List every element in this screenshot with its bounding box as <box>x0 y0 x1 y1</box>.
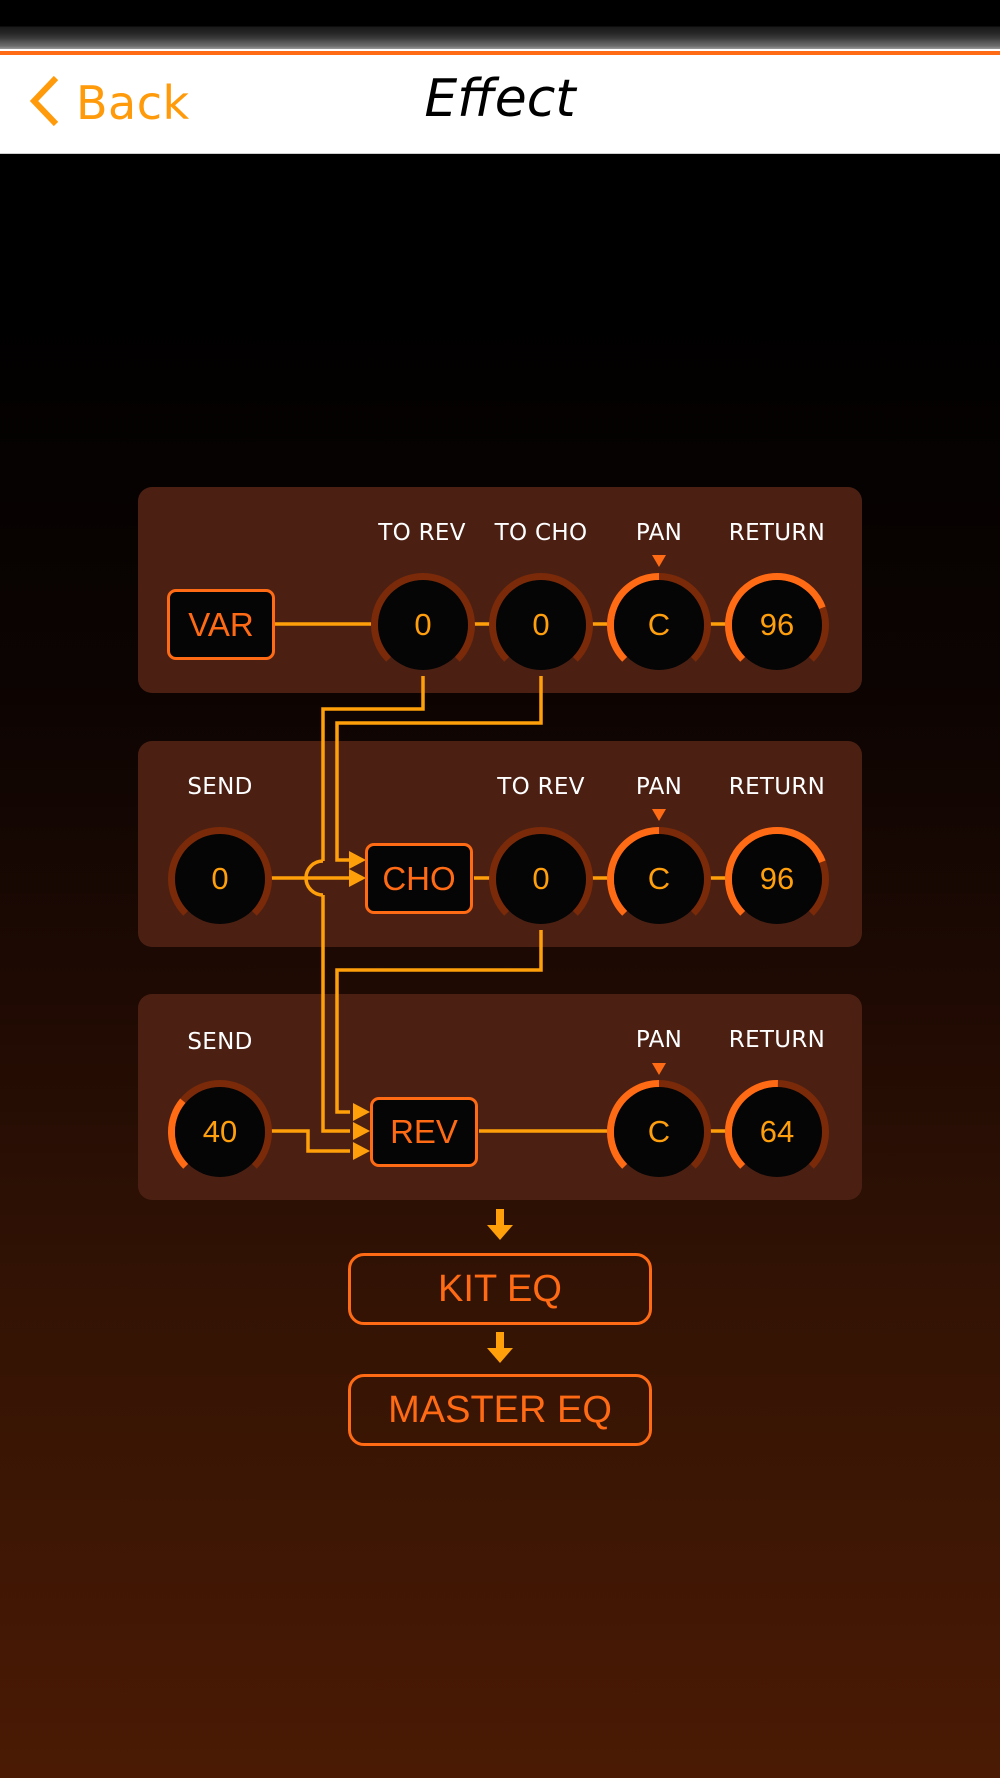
kit-eq-button[interactable]: KIT EQ <box>348 1253 652 1325</box>
knob-face <box>496 834 586 924</box>
var-to-rev-knob[interactable]: 0 <box>368 570 478 680</box>
cho-to-rev-knob[interactable]: 0 <box>486 824 596 934</box>
nav-header: Back Effect <box>0 55 1000 154</box>
down-arrow-stem <box>496 1332 504 1349</box>
knob-value: C <box>647 1114 671 1149</box>
knob-value: 0 <box>414 607 432 642</box>
cho-effect-button[interactable]: CHO <box>365 843 473 914</box>
knob-face <box>614 1087 704 1177</box>
knob-value: 0 <box>532 607 550 642</box>
knob-level-arc <box>725 1080 778 1169</box>
back-button[interactable]: Back <box>28 73 190 133</box>
pan-center-marker-icon <box>652 809 666 821</box>
down-arrow-stem <box>496 1209 504 1226</box>
knob-track <box>168 826 272 916</box>
knob-value: 0 <box>532 861 550 896</box>
rev-return-knob[interactable]: 64 <box>722 1077 832 1187</box>
rev-pan-knob[interactable]: C <box>604 1077 714 1187</box>
cho-pan-knob[interactable]: C <box>604 824 714 934</box>
knob-level-arc <box>607 573 660 662</box>
knob-label: TO CHO <box>494 520 588 546</box>
rev-send-knob[interactable]: 40 <box>165 1077 275 1187</box>
knob-label: PAN <box>635 520 683 546</box>
knob-value: C <box>647 607 671 642</box>
knob-face <box>614 580 704 670</box>
knob-label: SEND <box>187 774 253 800</box>
knob-track <box>489 826 593 916</box>
knob-label: RETURN <box>728 520 826 546</box>
down-arrow-icon <box>487 1225 513 1240</box>
var-to-cho-knob[interactable]: 0 <box>486 570 596 680</box>
cho-return-knob[interactable]: 96 <box>722 824 832 934</box>
knob-face <box>732 834 822 924</box>
knob-level-arc <box>725 572 826 662</box>
knob-label: PAN <box>635 1027 683 1053</box>
knob-face <box>614 834 704 924</box>
knob-value: 40 <box>202 1114 238 1149</box>
knob-value: 96 <box>759 861 795 896</box>
var-pan-knob[interactable]: C <box>604 570 714 680</box>
knob-face <box>496 580 586 670</box>
master-eq-button[interactable]: MASTER EQ <box>348 1374 652 1446</box>
header-accent-line <box>0 51 1000 55</box>
knob-label: RETURN <box>728 1027 826 1053</box>
knob-label: RETURN <box>728 774 826 800</box>
knob-level-arc <box>725 826 826 916</box>
knob-value: C <box>647 861 671 896</box>
knob-value: 64 <box>759 1114 795 1149</box>
knob-level-arc <box>168 1098 189 1169</box>
knob-label: SEND <box>187 1029 253 1055</box>
var-effect-button[interactable]: VAR <box>167 589 275 660</box>
status-bar <box>0 0 1000 49</box>
cho-send-knob[interactable]: 0 <box>165 824 275 934</box>
knob-value: 0 <box>211 861 229 896</box>
page-title: Effect <box>424 69 576 129</box>
knob-face <box>175 1087 265 1177</box>
knob-label: TO REV <box>378 520 466 546</box>
down-arrow-icon <box>487 1348 513 1363</box>
rev-effect-button[interactable]: REV <box>370 1097 478 1167</box>
back-label: Back <box>76 76 190 130</box>
knob-value: 96 <box>759 607 795 642</box>
knob-level-arc <box>607 1080 660 1169</box>
pan-center-marker-icon <box>652 1063 666 1075</box>
knob-label: PAN <box>635 774 683 800</box>
knob-label: TO REV <box>497 774 585 800</box>
knob-track <box>371 572 475 662</box>
pan-center-marker-icon <box>652 555 666 567</box>
knob-track <box>489 572 593 662</box>
knob-face <box>732 580 822 670</box>
knob-level-arc <box>607 827 660 916</box>
chevron-left-icon <box>28 75 62 132</box>
var-return-knob[interactable]: 96 <box>722 570 832 680</box>
knob-face <box>732 1087 822 1177</box>
knob-face <box>378 580 468 670</box>
header-divider <box>0 49 1000 51</box>
knob-face <box>175 834 265 924</box>
